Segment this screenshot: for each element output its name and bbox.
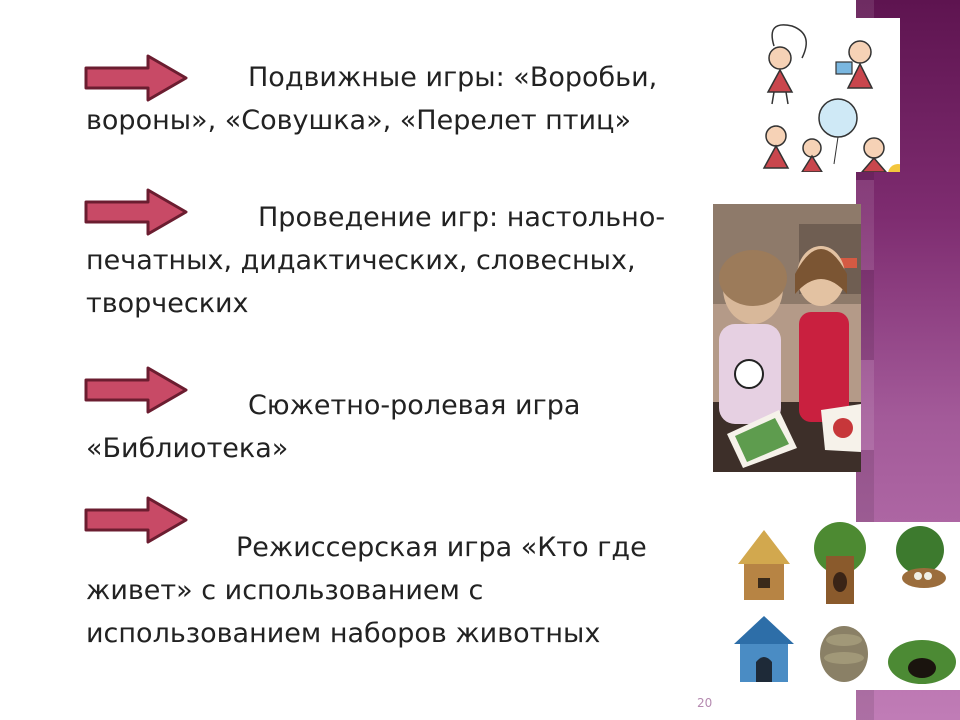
item-line: печатных, дидактических, словесных,	[86, 245, 636, 276]
item-line: живет» с использованием с	[86, 575, 484, 606]
bullet-item-4: Режиссерская игра «Кто где живет» с испо…	[86, 526, 647, 655]
bullet-item-3: Сюжетно-ролевая игра «Библиотека»	[86, 384, 580, 470]
item-line: Сюжетно-ролевая игра	[248, 390, 581, 421]
animal-houses-picture	[728, 522, 960, 690]
bullet-item-2: Проведение игр: настольно- печатных, дид…	[86, 196, 665, 325]
item-line: Проведение игр: настольно-	[258, 202, 666, 233]
arrow-icon	[84, 496, 188, 544]
slide-number: 20	[697, 696, 713, 710]
arrow-icon	[84, 188, 188, 236]
bullet-item-1: Подвижные игры: «Воробьи, вороны», «Сову…	[86, 56, 657, 142]
arrow-icon	[84, 366, 188, 414]
item-line: Режиссерская игра «Кто где	[236, 532, 647, 563]
arrow-icon	[84, 54, 188, 102]
item-line: использованием наборов животных	[86, 618, 601, 649]
doodle-kids-picture	[752, 18, 900, 172]
item-line: «Библиотека»	[86, 433, 289, 464]
item-line: вороны», «Совушка», «Перелет птиц»	[86, 105, 631, 136]
children-photo	[713, 204, 861, 472]
item-line: Подвижные игры: «Воробьи,	[248, 62, 658, 93]
item-line: творческих	[86, 288, 249, 319]
